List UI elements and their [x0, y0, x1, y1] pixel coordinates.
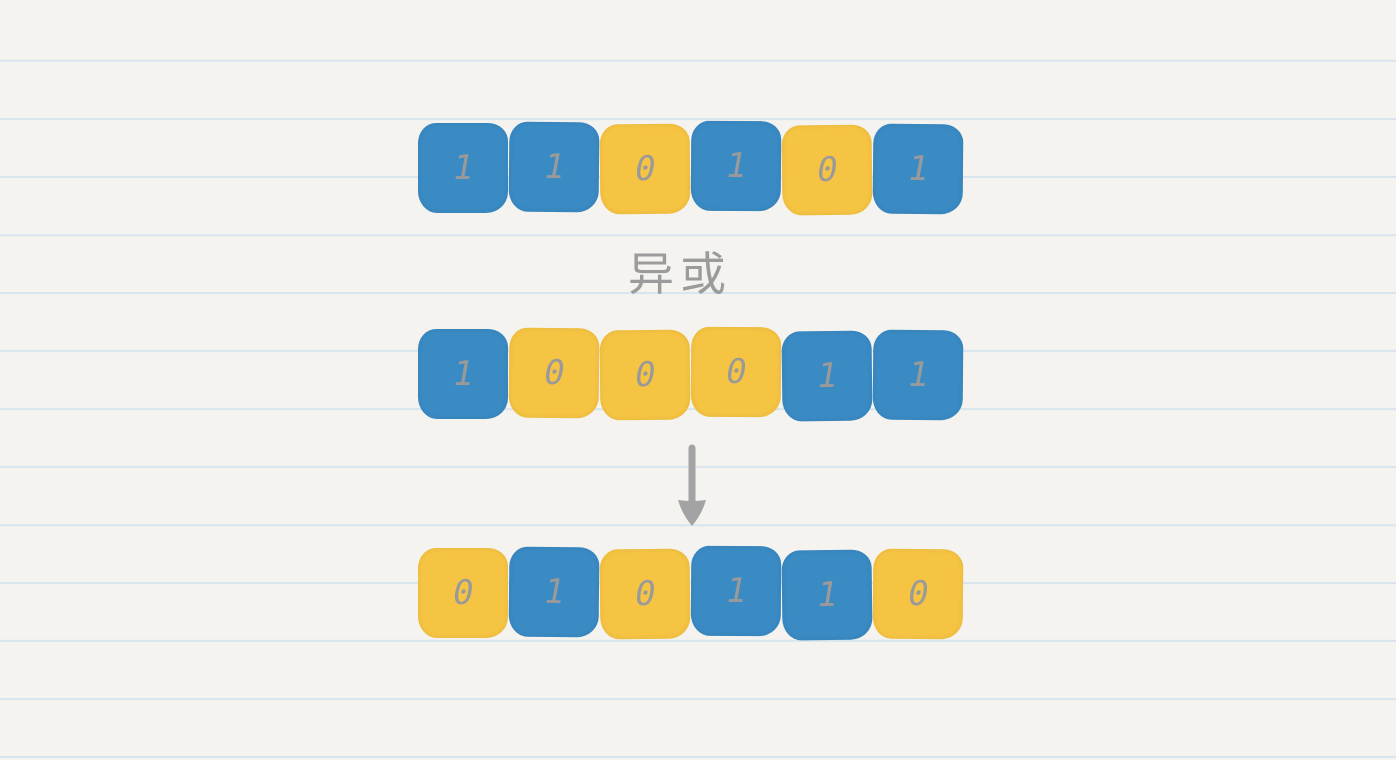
bit-cell: 1 [872, 123, 964, 215]
down-arrow-icon [678, 444, 706, 526]
bit-cell: 1 [872, 329, 964, 421]
bit-value: 0 [540, 352, 568, 394]
result-row: 0 1 0 1 1 0 [418, 545, 964, 641]
bit-value: 1 [904, 148, 932, 190]
bit-value: 0 [631, 148, 659, 190]
bit-cell: 0 [872, 548, 964, 640]
bit-cell: 0 [508, 327, 600, 419]
bit-value: 1 [813, 574, 841, 616]
bit-cell: 1 [418, 329, 508, 419]
bit-cell: 0 [781, 124, 873, 216]
bit-cell: 1 [508, 546, 600, 638]
bit-value: 1 [449, 354, 477, 394]
operation-label: 异或 [628, 247, 732, 301]
bit-value: 1 [449, 148, 477, 188]
bit-value: 0 [449, 573, 477, 613]
bit-value: 0 [631, 354, 659, 396]
bit-value: 0 [904, 573, 932, 615]
bit-cell: 0 [599, 123, 691, 215]
bit-cell: 1 [781, 549, 873, 641]
bit-value: 1 [540, 571, 568, 613]
bit-cell: 0 [690, 326, 782, 418]
bit-value: 1 [722, 570, 750, 612]
bit-cell: 0 [599, 548, 691, 640]
bit-value: 1 [722, 145, 750, 187]
bit-cell: 1 [418, 123, 508, 213]
operand-a-row: 1 1 0 1 0 1 [418, 120, 964, 216]
bit-value: 1 [813, 355, 841, 397]
bit-cell: 0 [418, 548, 508, 638]
bit-cell: 1 [781, 330, 873, 422]
bit-cell: 1 [690, 545, 782, 637]
bit-cell: 1 [690, 120, 782, 212]
bit-value: 0 [813, 149, 841, 191]
operand-b-row: 1 0 0 0 1 1 [418, 326, 964, 422]
bit-cell: 0 [599, 329, 691, 421]
bit-cell: 1 [508, 121, 600, 213]
bit-value: 1 [540, 146, 568, 188]
bit-value: 1 [904, 354, 932, 396]
bit-value: 0 [722, 351, 750, 393]
bit-value: 0 [631, 573, 659, 615]
